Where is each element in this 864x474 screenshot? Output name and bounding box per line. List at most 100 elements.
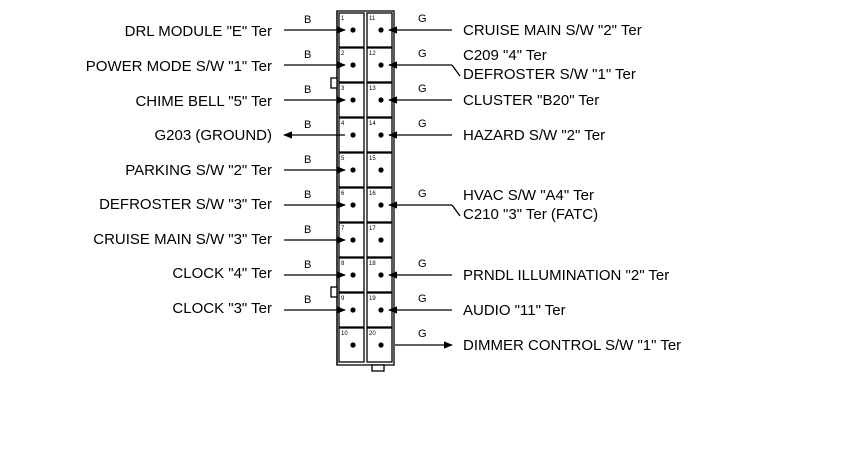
pin-number: 20 xyxy=(369,331,376,337)
pin-number: 16 xyxy=(369,191,376,197)
wire-color-code: G xyxy=(418,118,427,130)
wire-color-code: G xyxy=(418,293,427,305)
wire-color-code: B xyxy=(304,294,311,306)
left-terminal-label: G203 (GROUND) xyxy=(154,127,272,144)
wire-color-code: G xyxy=(418,188,427,200)
terminal-dot xyxy=(350,167,356,173)
pin-number: 15 xyxy=(369,156,376,162)
terminal-dot xyxy=(378,202,384,208)
wire-color-code: B xyxy=(304,259,311,271)
terminal-dot xyxy=(350,272,356,278)
terminal-dot xyxy=(350,342,356,348)
pin-number: 8 xyxy=(341,261,345,267)
pin-number: 17 xyxy=(369,226,376,232)
left-terminal-label: CRUISE MAIN S/W "3" Ter xyxy=(93,231,272,248)
wire-color-code: B xyxy=(304,154,311,166)
left-terminal-label: PARKING S/W "2" Ter xyxy=(125,162,272,179)
right-terminal-label: C209 "4" Ter xyxy=(463,47,547,64)
right-terminal-label: AUDIO "11" Ter xyxy=(463,302,566,319)
left-wire-9: B CLOCK "3" Ter xyxy=(172,294,346,317)
pin-cavity-14 xyxy=(366,117,393,153)
pin-number: 19 xyxy=(369,296,376,302)
wire-color-code: B xyxy=(304,14,311,26)
pin-number: 13 xyxy=(369,86,376,92)
pin-number: 12 xyxy=(369,51,376,57)
terminal-dot xyxy=(350,62,356,68)
right-wire-14: G HAZARD S/W "2" Ter xyxy=(388,118,605,144)
right-wire-20: G DIMMER CONTROL S/W "1" Ter xyxy=(395,328,681,354)
terminal-dot xyxy=(378,62,384,68)
pin-number: 3 xyxy=(341,86,345,92)
wire-color-code: G xyxy=(418,48,427,60)
terminal-dot xyxy=(350,27,356,33)
pin-number: 2 xyxy=(341,51,345,57)
right-terminal-label: CLUSTER "B20" Ter xyxy=(463,92,599,109)
wire-branch xyxy=(451,204,461,217)
left-terminal-label: CLOCK "4" Ter xyxy=(172,265,272,282)
terminal-dot xyxy=(378,27,384,33)
left-terminal-label: POWER MODE S/W "1" Ter xyxy=(86,58,272,75)
latch-tab-lower xyxy=(330,286,338,298)
left-wire-3: B CHIME BELL "5" Ter xyxy=(135,84,346,110)
right-terminal-label: DEFROSTER S/W "1" Ter xyxy=(463,66,636,83)
wire-color-code: G xyxy=(418,328,427,340)
pin-number: 10 xyxy=(341,331,348,337)
terminal-dot xyxy=(378,237,384,243)
pin-number: 7 xyxy=(341,226,345,232)
right-wire-11: G CRUISE MAIN S/W "2" Ter xyxy=(388,13,642,39)
terminal-dot xyxy=(378,97,384,103)
right-wire-19: G AUDIO "11" Ter xyxy=(388,293,566,319)
right-wire-13: G CLUSTER "B20" Ter xyxy=(388,83,599,109)
terminal-dot xyxy=(350,97,356,103)
terminal-dot xyxy=(378,132,384,138)
wire-color-code: G xyxy=(418,258,427,270)
wire-color-code: B xyxy=(304,189,311,201)
left-wire-4: B G203 (GROUND) xyxy=(154,119,345,144)
left-terminal-label: CLOCK "3" Ter xyxy=(172,300,272,317)
left-terminal-label: DEFROSTER S/W "3" Ter xyxy=(99,196,272,213)
wire-color-code: B xyxy=(304,224,311,236)
wire-color-code: B xyxy=(304,119,311,131)
wire-color-code: B xyxy=(304,84,311,96)
left-wire-1: B DRL MODULE "E" Ter xyxy=(125,14,346,40)
wire-color-code: B xyxy=(304,49,311,61)
wire-color-code: G xyxy=(418,83,427,95)
left-wire-7: B CRUISE MAIN S/W "3" Ter xyxy=(93,224,346,248)
terminal-dot xyxy=(378,167,384,173)
pin-number: 5 xyxy=(341,156,345,162)
right-terminal-label: DIMMER CONTROL S/W "1" Ter xyxy=(463,337,681,354)
right-terminal-label: HAZARD S/W "2" Ter xyxy=(463,127,605,144)
right-terminal-label: CRUISE MAIN S/W "2" Ter xyxy=(463,22,642,39)
right-terminal-label: PRNDL ILLUMINATION "2" Ter xyxy=(463,267,669,284)
right-terminal-label: C210 "3" Ter (FATC) xyxy=(463,206,598,223)
pin-number: 4 xyxy=(341,121,345,127)
pin-number: 6 xyxy=(341,191,345,197)
right-wire-18: G PRNDL ILLUMINATION "2" Ter xyxy=(388,258,669,284)
terminal-dot xyxy=(378,272,384,278)
left-wire-8: B CLOCK "4" Ter xyxy=(172,259,346,282)
left-terminal-label: DRL MODULE "E" Ter xyxy=(125,23,272,40)
pin-number: 18 xyxy=(369,261,376,267)
right-terminal-label: HVAC S/W "A4" Ter xyxy=(463,187,594,204)
pin-number: 9 xyxy=(341,296,345,302)
wire-branch xyxy=(451,64,461,77)
left-wire-6: B DEFROSTER S/W "3" Ter xyxy=(99,189,346,213)
terminal-dot xyxy=(378,342,384,348)
pin-number: 14 xyxy=(369,121,376,127)
latch-tab-upper xyxy=(330,77,338,89)
terminal-dot xyxy=(350,132,356,138)
terminal-dot xyxy=(350,307,356,313)
left-terminal-label: CHIME BELL "5" Ter xyxy=(135,93,272,110)
left-wire-5: B PARKING S/W "2" Ter xyxy=(125,154,346,179)
left-wire-2: B POWER MODE S/W "1" Ter xyxy=(86,49,346,75)
terminal-dot xyxy=(350,237,356,243)
terminal-dot xyxy=(378,307,384,313)
wire-color-code: G xyxy=(418,13,427,25)
pin-number: 1 xyxy=(341,16,345,22)
terminal-dot xyxy=(350,202,356,208)
